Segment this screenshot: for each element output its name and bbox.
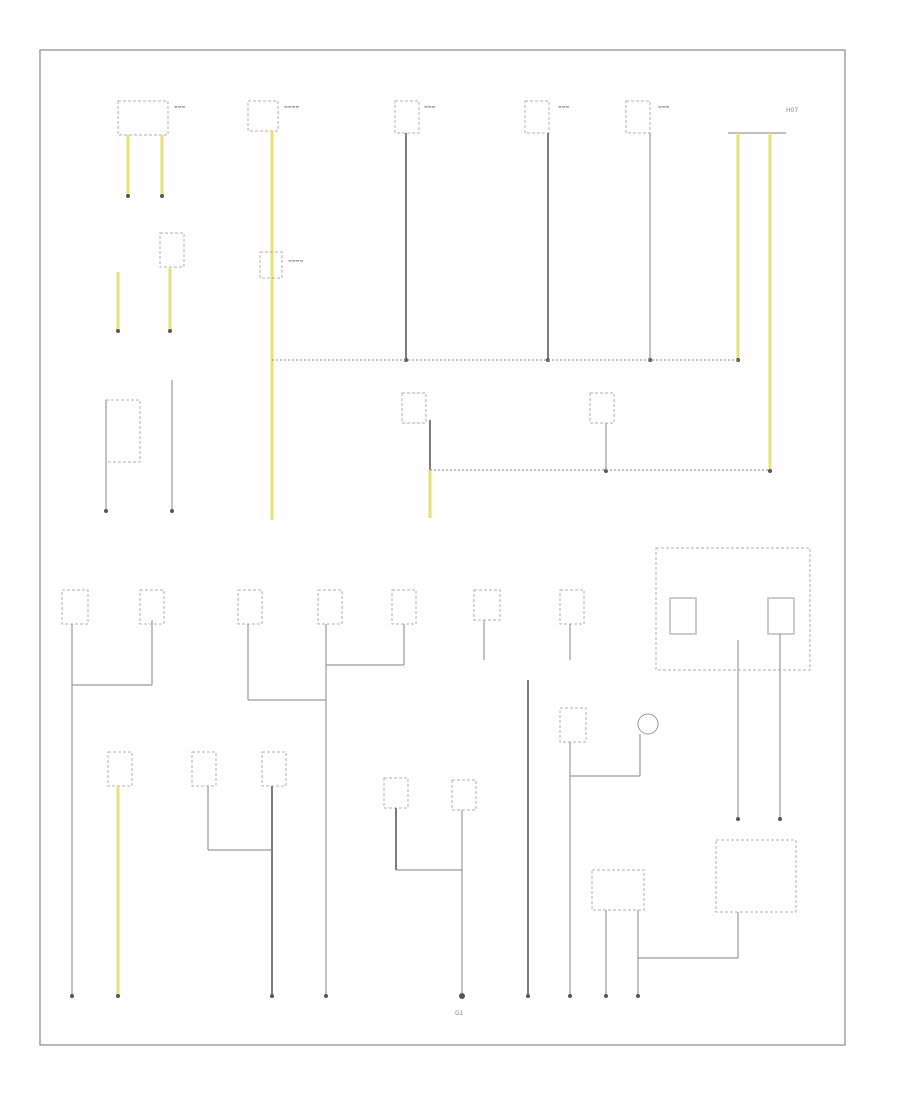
svg-text:▬▬▬: ▬▬▬ xyxy=(658,104,670,109)
svg-text:▬▬▬: ▬▬▬ xyxy=(424,104,436,109)
component-1: ▬▬▬ xyxy=(117,100,186,198)
component-20 xyxy=(383,777,477,999)
component-17 xyxy=(655,547,811,821)
component-10 xyxy=(401,392,432,518)
diagram-frame xyxy=(39,49,846,1046)
component-13 xyxy=(139,589,165,625)
component-22 xyxy=(591,839,797,998)
component-3: ▬▬▬ xyxy=(394,100,436,362)
component-8: ▬▬▬▬ xyxy=(259,251,303,279)
component-5: ▬▬▬ xyxy=(625,100,670,362)
component-21 xyxy=(559,707,659,998)
svg-text:▬▬▬: ▬▬▬ xyxy=(174,104,186,109)
component-2: ▬▬▬▬ xyxy=(247,100,299,520)
component-18 xyxy=(107,751,133,998)
svg-text:▬▬▬▬: ▬▬▬▬ xyxy=(288,258,303,263)
component-6 xyxy=(728,132,786,473)
component-16 xyxy=(559,589,585,660)
corner-label: H07 xyxy=(786,107,798,114)
component-11 xyxy=(589,392,615,473)
component-19 xyxy=(191,751,287,998)
component-15 xyxy=(473,589,501,660)
svg-text:▬▬▬: ▬▬▬ xyxy=(558,104,570,109)
component-4: ▬▬▬ xyxy=(524,100,570,362)
component-7 xyxy=(116,232,185,333)
ground-code: G1 xyxy=(455,1010,464,1017)
component-14 xyxy=(237,589,417,998)
component-12 xyxy=(61,589,153,998)
component-9 xyxy=(104,380,174,513)
svg-text:▬▬▬▬: ▬▬▬▬ xyxy=(284,104,299,109)
